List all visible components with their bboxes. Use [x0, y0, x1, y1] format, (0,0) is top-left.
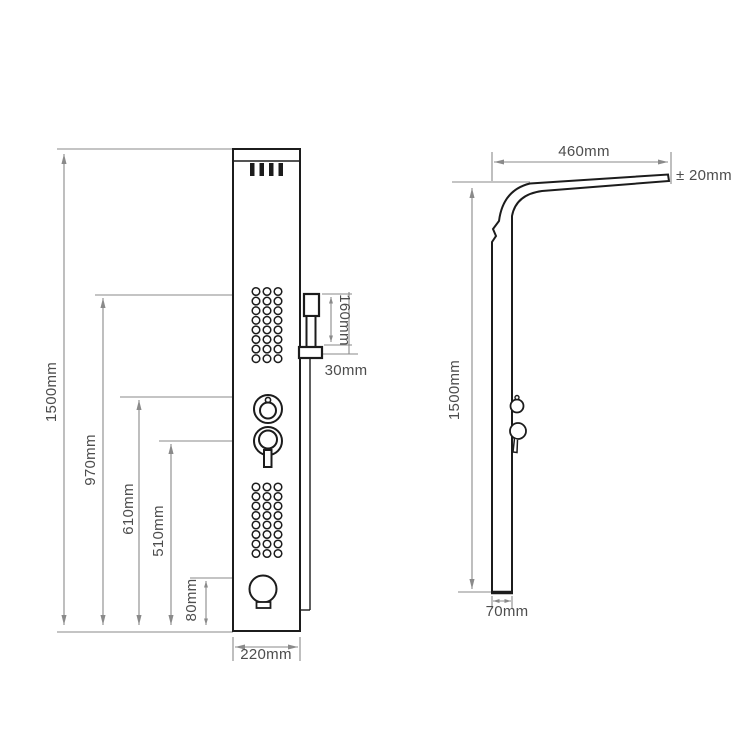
label-bracket-size: 30mm	[324, 362, 368, 379]
label-front-spout-height: 80mm	[183, 578, 200, 622]
vent-slots	[250, 163, 283, 176]
label-front-panel-width: 220mm	[240, 646, 292, 663]
thermostat-knob	[253, 394, 283, 424]
tub-spout	[248, 574, 278, 609]
front-view-panel	[232, 148, 324, 632]
label-side-arm-reach: 460mm	[558, 143, 610, 160]
side-diverter-lever	[512, 438, 519, 454]
diverter-knob	[253, 426, 283, 468]
label-front-overall-height: 1500mm	[43, 361, 60, 423]
side-thermostat-knob	[509, 394, 525, 414]
label-front-mixer-height: 610mm	[120, 483, 137, 535]
panel-outline	[232, 148, 301, 632]
side-body-outline	[491, 173, 671, 594]
label-front-handshower-height: 970mm	[82, 434, 99, 486]
handshower-bracket	[297, 345, 324, 360]
label-side-panel-depth: 70mm	[485, 603, 529, 620]
front-view-dimensions	[57, 148, 358, 661]
label-side-overall-height: 1500mm	[446, 359, 463, 421]
side-diverter-knob	[509, 422, 527, 454]
side-view-panel	[491, 173, 671, 595]
label-side-arm-tolerance: ± 20mm	[676, 167, 732, 184]
diverter-lever	[263, 449, 273, 468]
handshower-neck	[305, 315, 317, 348]
handshower-head	[302, 292, 321, 318]
label-front-diverter-height: 510mm	[150, 505, 167, 557]
side-view-dimensions	[452, 152, 672, 609]
